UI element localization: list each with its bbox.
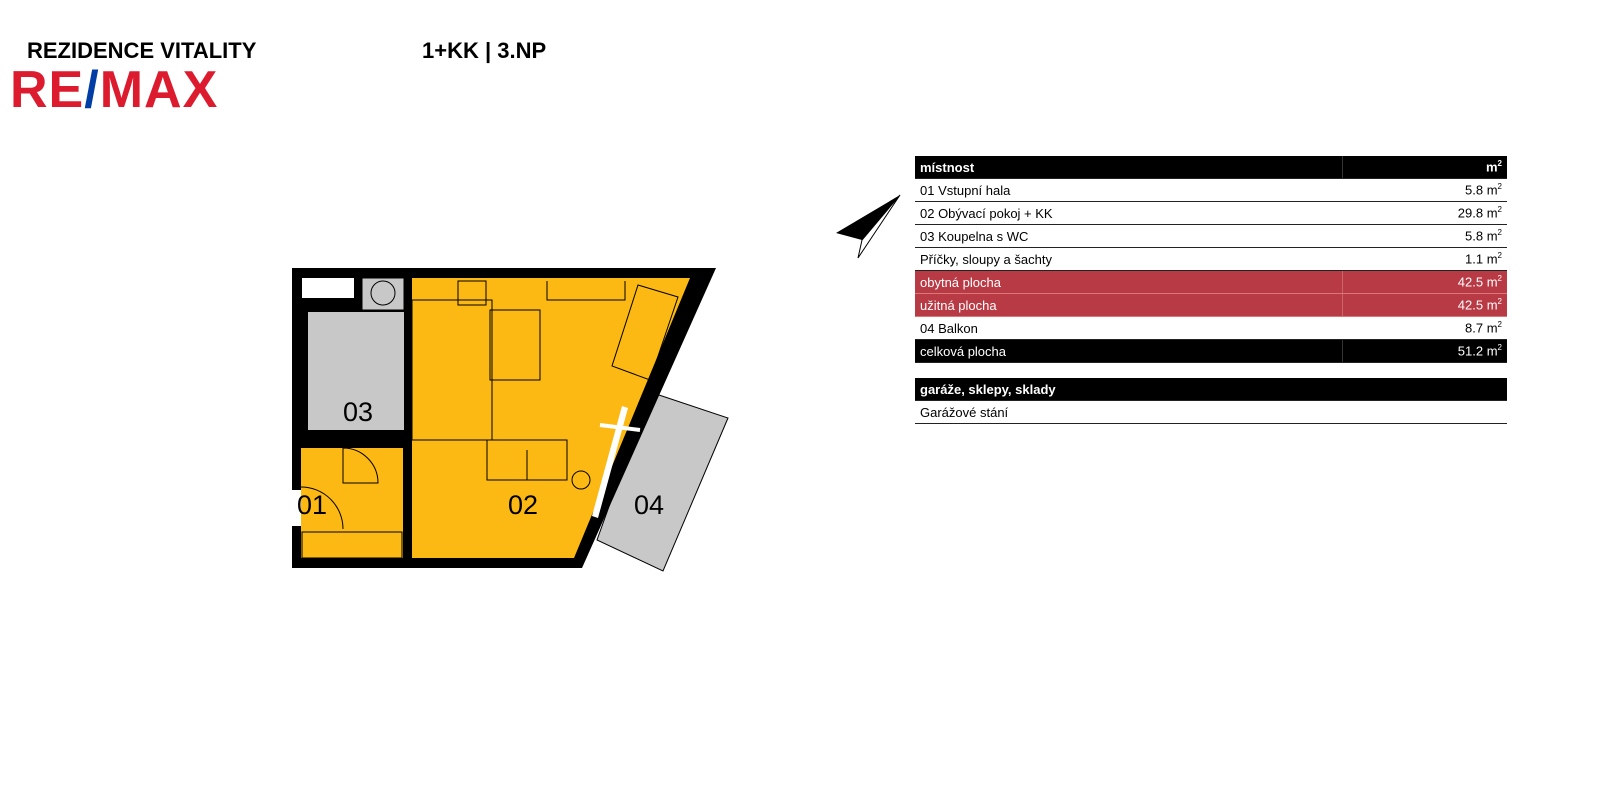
- unit-type: 1+KK | 3.NP: [422, 38, 547, 63]
- col-room: místnost: [915, 156, 1343, 179]
- remax-logo: RE/MAX: [10, 61, 219, 119]
- room-label-02: 02: [508, 490, 538, 520]
- room-label-03: 03: [343, 397, 373, 427]
- garage-table: garáže, sklepy, sklady Garážové stání: [915, 378, 1507, 424]
- room-01-fill: [301, 448, 403, 558]
- col-area: m: [1485, 159, 1498, 175]
- garage-header: garáže, sklepy, sklady: [915, 378, 1507, 401]
- floor-plan: 03 01 02 04: [292, 194, 901, 572]
- room-label-04: 04: [634, 490, 664, 520]
- table-row: Garážové stání: [915, 400, 1507, 424]
- room-02-fill: [412, 278, 690, 558]
- room-label-01: 01: [297, 490, 327, 520]
- project-title: REZIDENCE VITALITY: [27, 38, 257, 63]
- compass-north-arrow: [836, 194, 901, 259]
- room-03-fill: [308, 312, 404, 430]
